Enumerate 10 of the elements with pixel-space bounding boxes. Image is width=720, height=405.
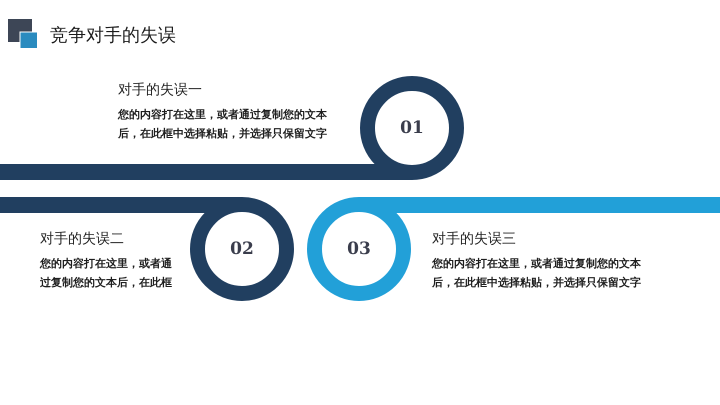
slide-title: 竞争对手的失误 bbox=[50, 24, 176, 48]
step-description: 您的内容打在这里，或者通过复制您的文本后，在此框中选择粘贴，并选择只保留文字 bbox=[118, 107, 328, 142]
step-heading: 对手的失误三 bbox=[432, 230, 516, 248]
step-number: 03 bbox=[347, 240, 371, 258]
step-description: 您的内容打在这里，或者通过复制您的文本后，在此框 bbox=[40, 256, 173, 291]
step-description: 您的内容打在这里，或者通过复制您的文本后，在此框中选择粘贴，并选择只保留文字 bbox=[432, 256, 642, 291]
step-heading: 对手的失误二 bbox=[40, 230, 124, 248]
step-heading: 对手的失误一 bbox=[118, 81, 202, 99]
step-number: 02 bbox=[230, 240, 254, 258]
step-number: 01 bbox=[400, 120, 424, 136]
